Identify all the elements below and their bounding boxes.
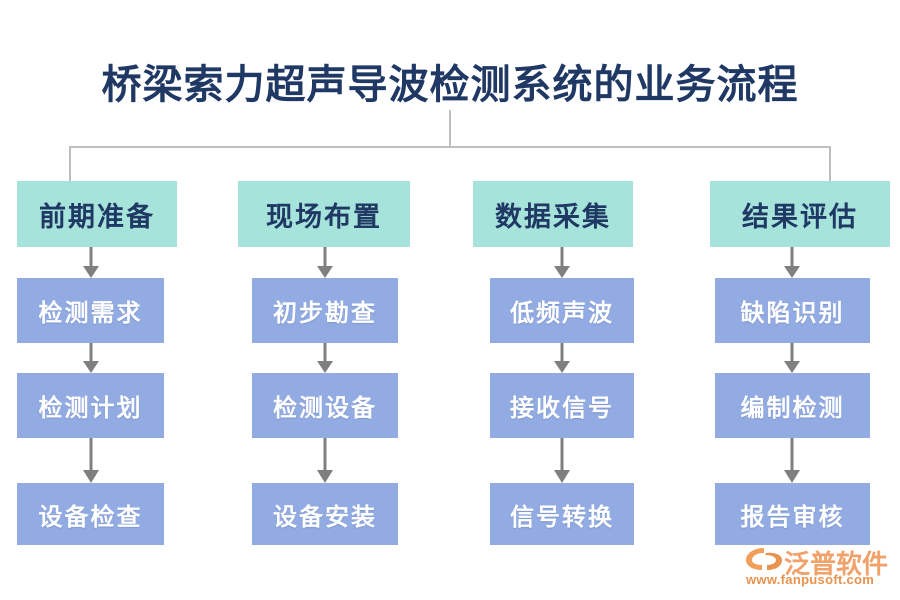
step-box-c3-r2[interactable]: 接收信号 — [490, 373, 634, 438]
fanpu-software-logo[interactable]: 泛普软件 www.fanpusoft.com — [740, 546, 890, 594]
arrow-col3-header-to-step1 — [554, 247, 570, 278]
arrow-col4-step1-to-step2 — [784, 343, 800, 373]
step-box-c2-r1[interactable]: 初步勘查 — [252, 278, 398, 343]
arrow-col1-step1-to-step2 — [83, 343, 99, 373]
step-box-c4-r1[interactable]: 缺陷识别 — [715, 278, 870, 343]
arrow-col3-step1-to-step2 — [554, 343, 570, 373]
step-box-c1-r3[interactable]: 设备检查 — [17, 483, 164, 545]
logo-wordmark: 泛普软件 — [784, 549, 889, 579]
column-header-1[interactable]: 前期准备 — [17, 181, 177, 247]
logo-url: www.fanpusoft.com — [746, 572, 875, 587]
step-box-c2-r3[interactable]: 设备安装 — [252, 483, 398, 545]
arrow-col1-header-to-step1 — [83, 247, 99, 278]
column-header-4[interactable]: 结果评估 — [710, 181, 890, 247]
arrow-col4-header-to-step1 — [784, 247, 800, 278]
step-box-c4-r2[interactable]: 编制检测 — [715, 373, 870, 438]
fanpu-swoosh-icon — [746, 548, 782, 570]
arrow-col1-step2-to-step3 — [83, 438, 99, 483]
arrow-col2-header-to-step1 — [317, 247, 333, 278]
step-box-c3-r3[interactable]: 信号转换 — [490, 483, 634, 545]
page-title: 桥梁索力超声导波检测系统的业务流程 — [101, 62, 799, 107]
step-box-c3-r1[interactable]: 低频声波 — [490, 278, 634, 343]
step-box-c2-r2[interactable]: 检测设备 — [252, 373, 398, 438]
arrow-col2-step2-to-step3 — [317, 438, 333, 483]
column-header-2[interactable]: 现场布置 — [238, 181, 410, 247]
step-box-c1-r1[interactable]: 检测需求 — [17, 278, 164, 343]
connector-tree — [69, 110, 831, 182]
step-box-c4-r3[interactable]: 报告审核 — [715, 483, 870, 545]
step-box-c1-r2[interactable]: 检测计划 — [17, 373, 164, 438]
arrow-col3-step2-to-step3 — [554, 438, 570, 483]
arrow-col2-step1-to-step2 — [317, 343, 333, 373]
arrow-col4-step2-to-step3 — [784, 438, 800, 483]
column-header-3[interactable]: 数据采集 — [473, 181, 633, 247]
